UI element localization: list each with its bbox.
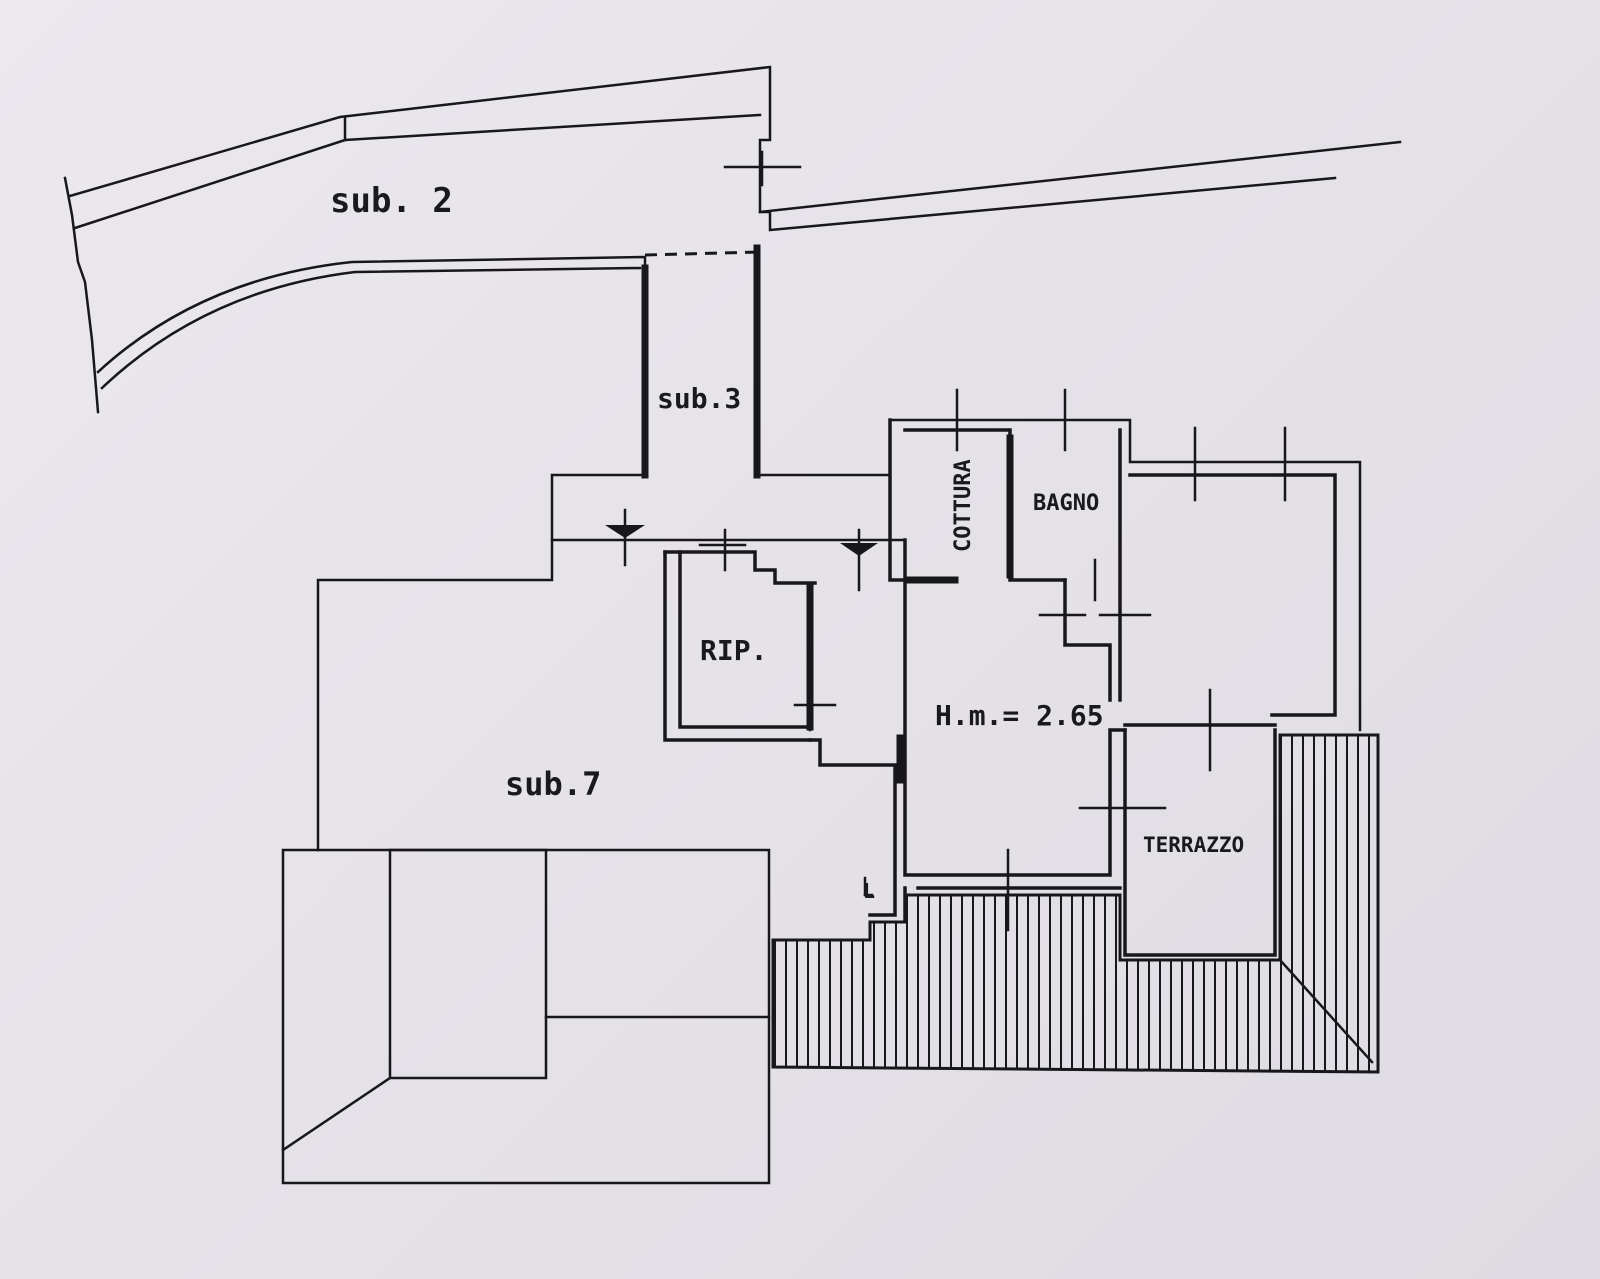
label-l-mark: L bbox=[863, 879, 875, 903]
label-terrazzo: TERRAZZO bbox=[1143, 833, 1244, 857]
label-sub2: sub. 2 bbox=[330, 181, 453, 221]
sub7-area bbox=[281, 538, 771, 1185]
label-height: H.m.= 2.65 bbox=[935, 699, 1104, 732]
label-bagno: BAGNO bbox=[1033, 491, 1099, 516]
label-sub3: sub.3 bbox=[657, 382, 741, 415]
label-sub7: sub.7 bbox=[505, 765, 601, 803]
label-cottura: COTTURA bbox=[951, 459, 976, 552]
label-rip: RIP. bbox=[700, 634, 767, 667]
hatched-balcony bbox=[771, 733, 1380, 1074]
sub2-corridor bbox=[63, 65, 1402, 474]
apartment-walls bbox=[605, 388, 1337, 957]
